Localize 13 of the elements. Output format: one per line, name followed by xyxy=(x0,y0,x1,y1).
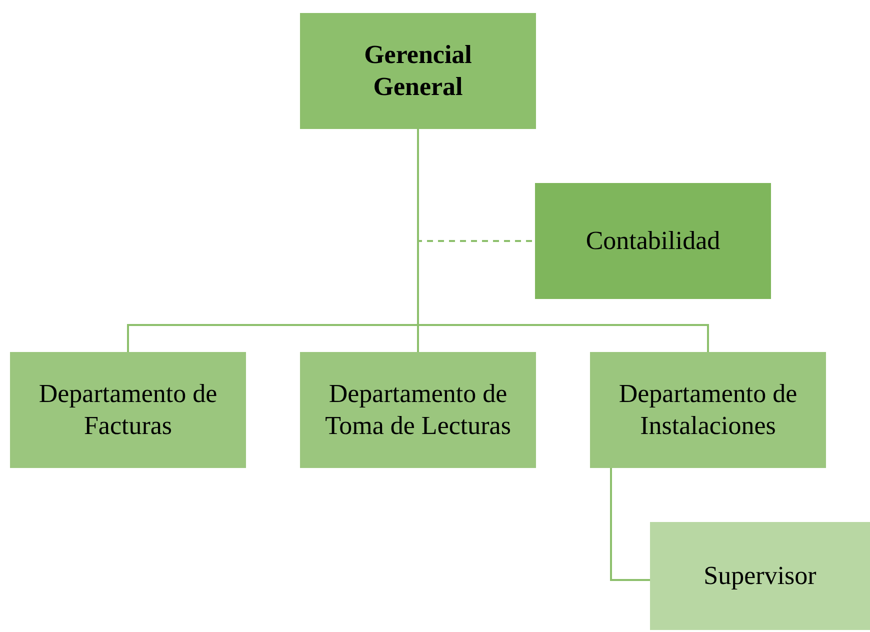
box-label: Contabilidad xyxy=(584,225,722,257)
role-box xyxy=(650,522,870,630)
box-label: Departamento de Toma de Lecturas xyxy=(324,378,512,442)
box-label: Departamento de Facturas xyxy=(38,378,218,442)
box-label: Gerencial General xyxy=(363,39,473,103)
connector-line xyxy=(610,468,650,581)
department-box xyxy=(590,352,826,468)
department-box xyxy=(10,352,246,468)
department-box xyxy=(300,352,536,468)
box-label: Departamento de Instalaciones xyxy=(618,378,798,442)
manager-box xyxy=(300,13,536,129)
box-label: Supervisor xyxy=(702,560,818,592)
department-box xyxy=(535,183,771,299)
